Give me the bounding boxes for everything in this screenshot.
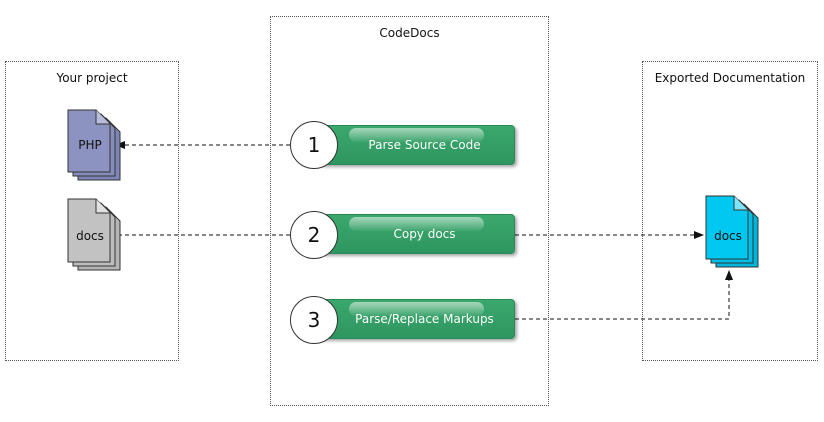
- parse-source-code-step: Parse Source Code: [318, 125, 515, 165]
- php-document-page: [67, 109, 111, 173]
- exported-documentation-group: Exported Documentation: [642, 61, 818, 361]
- your-project-group: Your project: [5, 61, 179, 361]
- copy-docs-label: Copy docs: [393, 227, 456, 241]
- your-project-title: Your project: [56, 71, 128, 85]
- step-1-badge: 1: [290, 121, 338, 169]
- docs-document-page: [67, 198, 111, 263]
- php-document-label: PHP: [78, 138, 102, 152]
- step-2-badge: 2: [290, 211, 338, 259]
- codedocs-group: CodeDocs: [270, 16, 549, 406]
- connector-markups-to-exported: [515, 270, 733, 320]
- parse-replace-markups-step: Parse/Replace Markups: [318, 299, 515, 339]
- parse-source-code-label: Parse Source Code: [368, 138, 481, 152]
- parse-replace-markups-label: Parse/Replace Markups: [355, 312, 494, 326]
- exported-documentation-title: Exported Documentation: [654, 71, 806, 85]
- docs-document-label: docs: [76, 229, 104, 243]
- exported-docs-document-page: [705, 195, 749, 260]
- step-3-badge: 3: [290, 296, 338, 344]
- copy-docs-step: Copy docs: [318, 214, 515, 254]
- php-document-icon: PHP: [67, 109, 121, 181]
- docs-document-icon: docs: [67, 198, 121, 271]
- exported-docs-document-icon: docs: [705, 195, 759, 268]
- codedocs-title: CodeDocs: [379, 26, 440, 40]
- exported-docs-document-label: docs: [714, 229, 742, 243]
